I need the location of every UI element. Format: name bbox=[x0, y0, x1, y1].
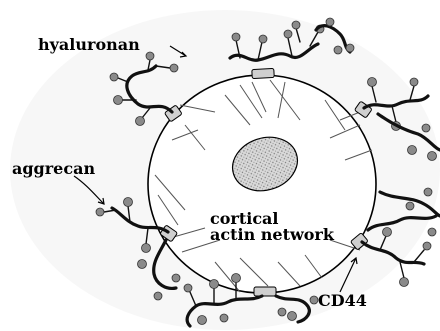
label-cd44: CD44 bbox=[318, 292, 367, 309]
label-actin-network: actin network bbox=[210, 226, 334, 243]
cd44-receptor-top bbox=[252, 68, 274, 78]
label-aggrecan: aggrecan bbox=[12, 160, 95, 177]
cd44-receptor-bottom bbox=[254, 287, 276, 296]
label-hyaluronan: hyaluronan bbox=[38, 36, 140, 53]
